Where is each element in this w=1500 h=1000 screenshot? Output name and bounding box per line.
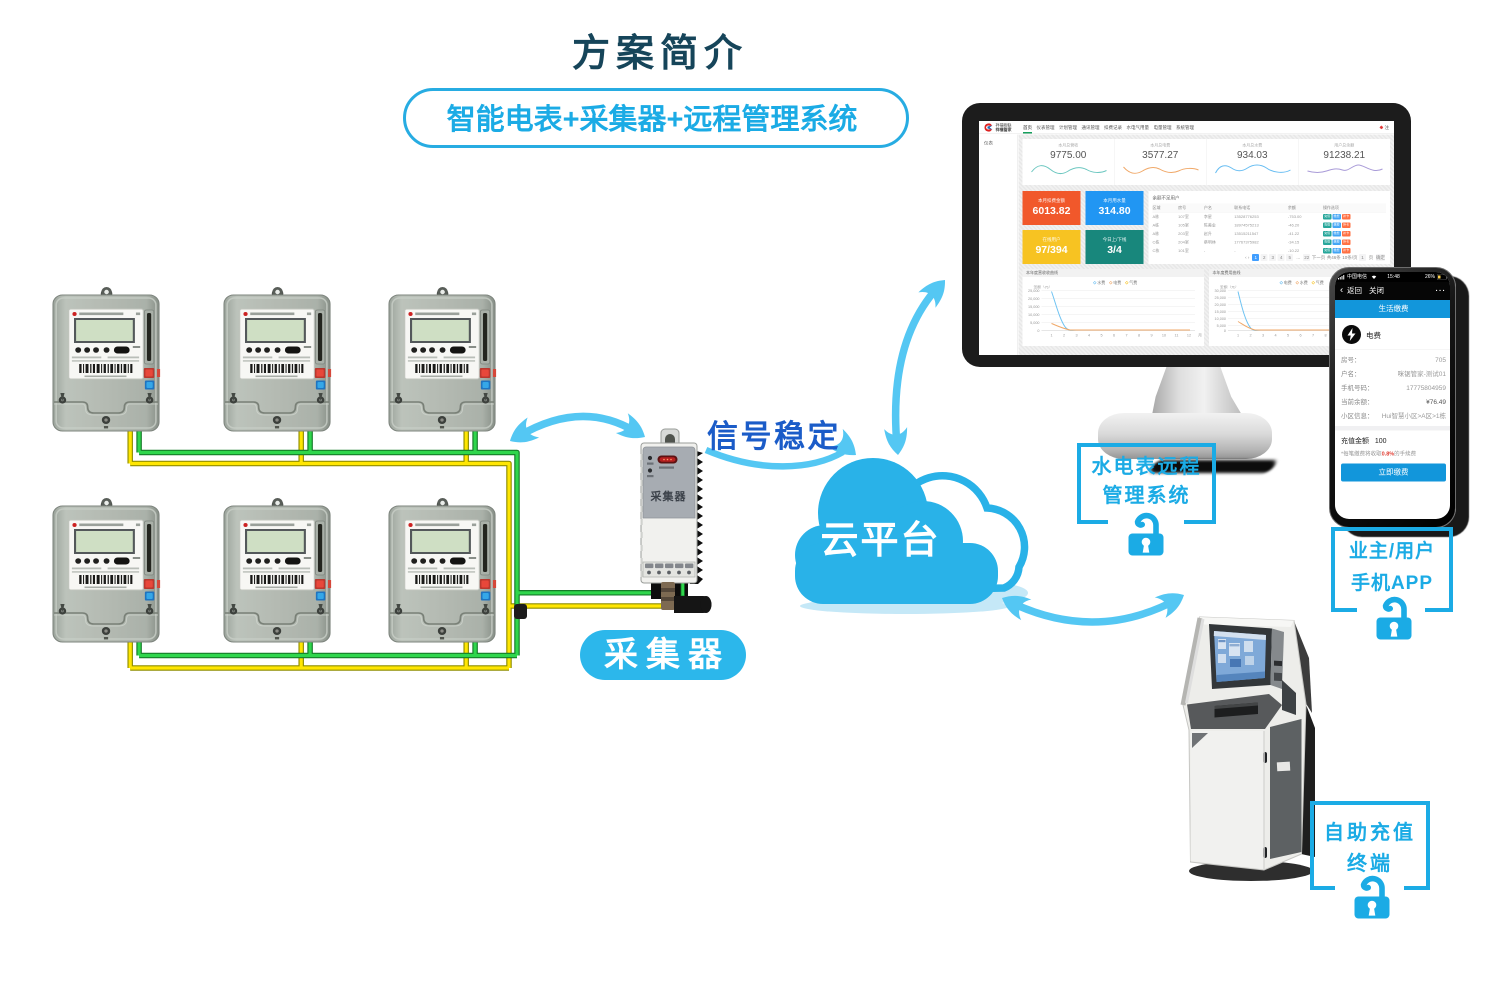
svg-text:0: 0 [1037,329,1039,333]
svg-text:3: 3 [1262,334,1264,338]
svg-text:5,000: 5,000 [1030,321,1039,325]
svg-text:10,000: 10,000 [1215,317,1226,321]
svg-text:15,000: 15,000 [1215,310,1226,314]
svg-text:月: 月 [1198,333,1202,338]
svg-text:8: 8 [1324,334,1326,338]
svg-text:10,000: 10,000 [1028,313,1039,317]
svg-text:7: 7 [1125,334,1127,338]
svg-text:25,000: 25,000 [1028,289,1039,293]
svg-text:11: 11 [1175,334,1179,338]
svg-text:6: 6 [1299,334,1301,338]
svg-text:5,000: 5,000 [1217,324,1226,328]
svg-text:5: 5 [1100,334,1102,338]
svg-text:25,000: 25,000 [1215,296,1226,300]
svg-text:云平台: 云平台 [820,520,940,562]
svg-text:20,000: 20,000 [1215,303,1226,307]
svg-text:9: 9 [1150,334,1152,338]
svg-text:7: 7 [1312,334,1314,338]
svg-text:30,000: 30,000 [1215,289,1226,293]
svg-text:10: 10 [1162,334,1166,338]
svg-text:6: 6 [1113,334,1115,338]
svg-text:12: 12 [1187,334,1191,338]
svg-text:8: 8 [1138,334,1140,338]
svg-text:采集器: 采集器 [650,489,687,503]
svg-text:20,000: 20,000 [1028,297,1039,301]
svg-text:1: 1 [1050,334,1052,338]
svg-text:3: 3 [1075,334,1077,338]
svg-text:金额（元）: 金额（元） [1220,286,1239,290]
svg-text:0: 0 [1224,329,1226,333]
svg-text:2: 2 [1249,334,1251,338]
svg-text:2: 2 [1063,334,1065,338]
svg-text:4: 4 [1088,334,1090,338]
svg-text:1: 1 [1237,334,1239,338]
svg-text:4: 4 [1274,334,1276,338]
svg-text:金额（元）: 金额（元） [1034,286,1053,290]
svg-text:15,000: 15,000 [1028,305,1039,309]
svg-text:5: 5 [1287,334,1289,338]
